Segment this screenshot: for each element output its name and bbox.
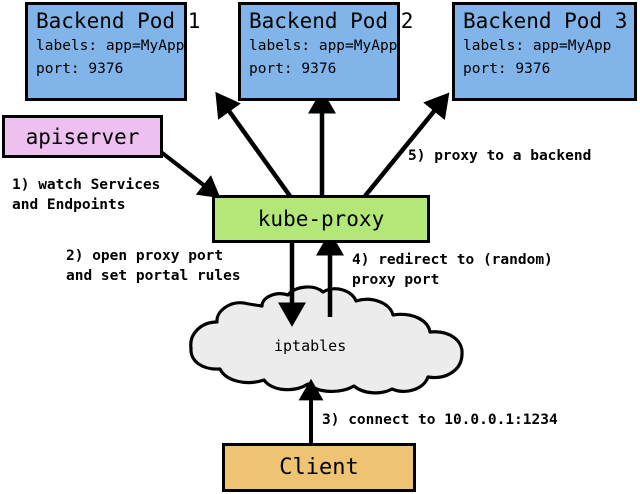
apiserver-label: apiserver: [25, 124, 140, 149]
edge-label-step3-line1: 3) connect to 10.0.0.1:1234: [322, 412, 558, 428]
edge-label-step4-line1: 4) redirect to (random): [352, 252, 553, 268]
edge-label-step2: 2) open proxy port and set portal rules: [66, 246, 241, 286]
backend-pod-2-labels: labels: app=MyApp: [249, 38, 398, 54]
client-label: Client: [279, 454, 359, 480]
backend-pod-1-port: port: 9376: [36, 61, 124, 77]
edge-label-step2-line2: and set portal rules: [66, 268, 241, 284]
edge-label-step5: 5) proxy to a backend: [408, 146, 591, 166]
edge-label-step3: 3) connect to 10.0.0.1:1234: [322, 410, 558, 430]
edge-label-step4: 4) redirect to (random) proxy port: [352, 250, 553, 290]
edge-label-step1-line1: 1) watch Services: [12, 177, 161, 193]
backend-pod-2-box[interactable]: Backend Pod 2 labels: app=MyApp port: 93…: [238, 2, 414, 101]
backend-pod-2-port: port: 9376: [249, 61, 337, 77]
edge-label-step4-line2: proxy port: [352, 272, 440, 288]
client-box[interactable]: Client: [222, 443, 416, 492]
apiserver-box[interactable]: apiserver: [2, 115, 163, 158]
edge-label-step1-line2: and Endpoints: [12, 197, 126, 213]
kube-proxy-box[interactable]: kube-proxy: [212, 195, 430, 243]
backend-pod-3-box[interactable]: Backend Pod 3 labels: app=MyApp port: 93…: [452, 2, 637, 101]
backend-pod-1-labels: labels: app=MyApp: [36, 38, 185, 54]
backend-pod-1-box[interactable]: Backend Pod 1 labels: app=MyApp port: 93…: [25, 2, 201, 101]
backend-pod-3-title: Backend Pod 3: [463, 9, 628, 33]
backend-pod-3-port: port: 9376: [463, 61, 551, 77]
kube-proxy-label: kube-proxy: [257, 207, 385, 231]
edge-label-step1: 1) watch Services and Endpoints: [12, 175, 160, 215]
edge-label-step2-line1: 2) open proxy port: [66, 248, 224, 264]
edge-kubeproxy-to-pod3: [363, 92, 450, 198]
backend-pod-2-title: Backend Pod 2: [249, 9, 414, 33]
edge-label-step5-line1: 5) proxy to a backend: [408, 148, 592, 164]
edge-apiserver-to-kubeproxy: [159, 150, 221, 199]
iptables-label: iptables: [274, 337, 347, 355]
edge-kubeproxy-to-pod1: [215, 91, 292, 198]
backend-pod-1-title: Backend Pod 1: [36, 9, 201, 33]
backend-pod-3-labels: labels: app=MyApp: [463, 38, 612, 54]
iptables-cloud: [189, 285, 464, 395]
